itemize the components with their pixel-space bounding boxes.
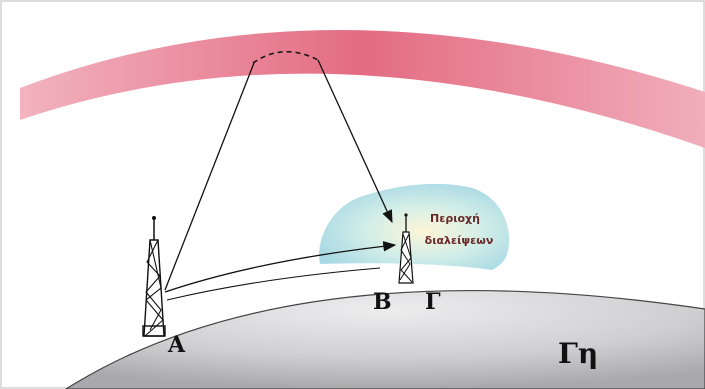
ground-wave-ray xyxy=(164,241,397,293)
fading-zone-label-line2: διαλείψεων xyxy=(425,234,494,247)
station-a-label: Α xyxy=(167,332,186,358)
fading-zone-label-line1: Περιοχή xyxy=(430,212,480,225)
receiver-tower-icon xyxy=(398,213,414,284)
earth-label: Γη xyxy=(558,337,598,370)
earth-surface xyxy=(64,289,705,389)
point-gamma-label: Γ xyxy=(425,289,441,315)
ground-wave-lower xyxy=(166,267,381,301)
sky-wave-ray-down xyxy=(317,59,393,224)
point-b-label: Β xyxy=(373,289,392,315)
transmitter-tower-icon xyxy=(142,216,166,337)
ionosphere-band xyxy=(20,29,705,148)
sky-wave-ray-up xyxy=(164,62,255,291)
